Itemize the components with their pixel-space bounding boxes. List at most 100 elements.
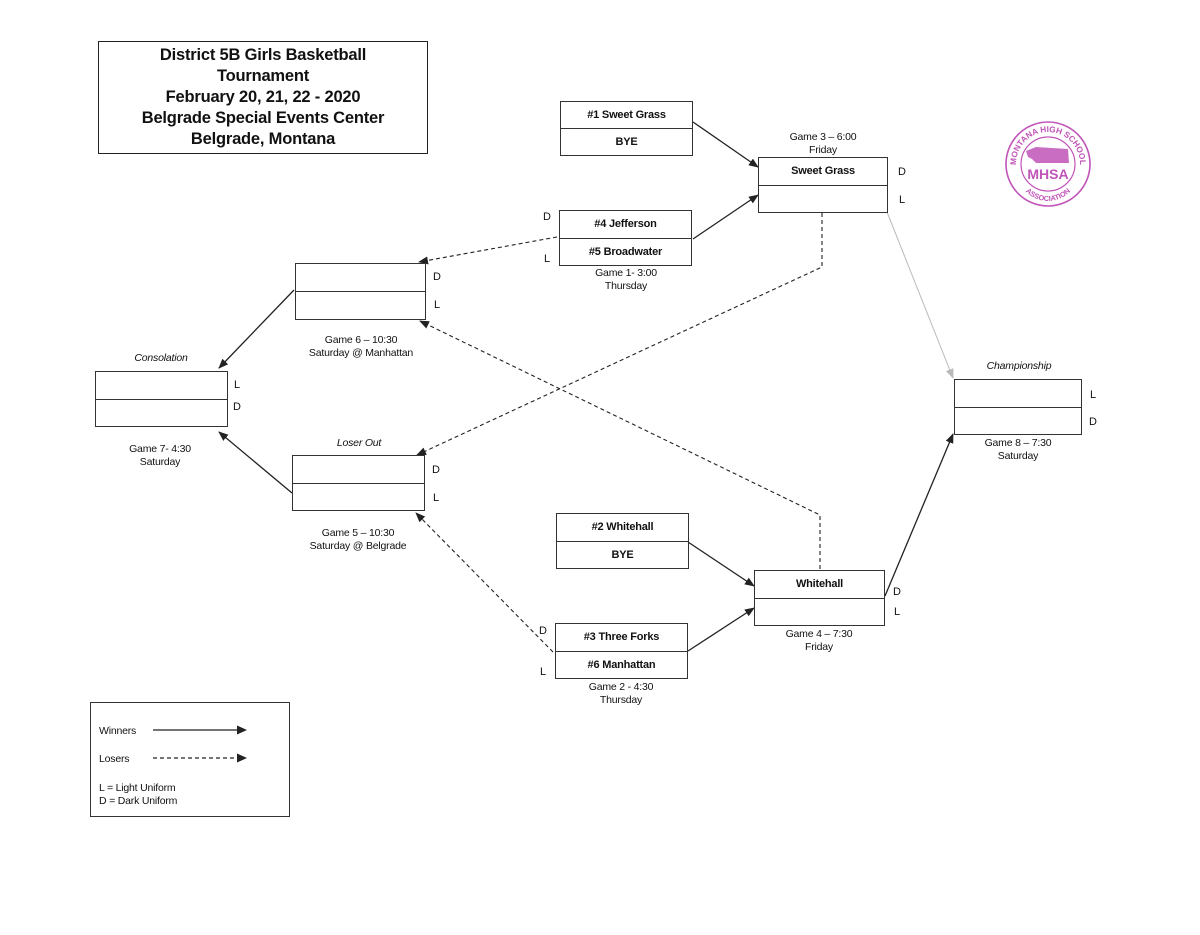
uniform-label: D xyxy=(539,625,547,637)
legend-box: Winners Losers L = Light Uniform D = Dar… xyxy=(90,702,290,817)
championship-heading: Championship xyxy=(986,360,1052,372)
uniform-label: L xyxy=(539,666,547,678)
team-slot: #2 Whitehall xyxy=(591,521,654,534)
game-1-caption: Game 1- 3:00 Thursday xyxy=(576,267,676,293)
uniform-label: D xyxy=(1089,416,1097,428)
game-venue: Saturday @ Manhattan xyxy=(308,347,414,359)
team-slot: #5 Broadwater xyxy=(560,237,691,266)
logo-bottom-text: ASSOCIATION xyxy=(1024,186,1072,203)
game-2-caption: Game 2 - 4:30 Thursday xyxy=(571,681,671,707)
game-day: Saturday xyxy=(997,450,1039,462)
mhsa-logo: MONTANA HIGH SCHOOL MHSA ASSOCIATION xyxy=(1005,121,1091,207)
uniform-label: D xyxy=(233,401,241,413)
bye-slot: BYE xyxy=(561,128,692,155)
team-slot xyxy=(955,380,1081,407)
game-time: Game 8 – 7:30 xyxy=(984,437,1052,449)
loser-arrow-g1-to-g6 xyxy=(418,236,558,265)
title-line-5: Belgrade, Montana xyxy=(190,130,336,148)
winner-arrow-g2-to-g4 xyxy=(687,607,755,652)
title-line-1: District 5B Girls Basketball xyxy=(159,46,367,64)
uniform-label: L xyxy=(543,253,551,265)
uniform-label: D xyxy=(898,166,906,178)
bye-box-whitehall: #2 Whitehall BYE xyxy=(556,513,689,569)
game-time: Game 1- 3:00 xyxy=(595,267,657,279)
legend-losers-arrow xyxy=(153,753,247,763)
team-slot xyxy=(296,264,425,291)
winner-arrow-g3-to-g8 xyxy=(886,211,954,379)
logo-center-text: MHSA xyxy=(1027,166,1068,182)
title-line-4: Belgrade Special Events Center xyxy=(141,109,385,127)
game-time: Game 2 - 4:30 xyxy=(588,681,654,693)
game-day: Friday xyxy=(805,641,833,653)
game-day: Friday xyxy=(809,144,837,156)
tournament-title-box: District 5B Girls Basketball Tournament … xyxy=(98,41,428,154)
legend-losers-label: Losers xyxy=(99,753,130,765)
legend-dark-uniform: D = Dark Uniform xyxy=(99,795,178,807)
game-5-caption: Game 5 – 10:30 Saturday @ Belgrade xyxy=(293,527,423,553)
game-7-caption: Game 7- 4:30 Saturday xyxy=(110,443,210,469)
game-time: Game 5 – 10:30 xyxy=(321,527,395,539)
game-7-box xyxy=(95,371,228,427)
team-slot: #1 Sweet Grass xyxy=(587,109,666,121)
winner-arrow-bye2-to-g4 xyxy=(687,541,755,587)
title-line-2: Tournament xyxy=(216,67,310,85)
game-time: Game 3 – 6:00 xyxy=(789,131,857,143)
uniform-label: L xyxy=(898,194,906,206)
winner-arrow-g1-to-g3 xyxy=(692,194,759,240)
bye-slot: BYE xyxy=(557,540,688,569)
uniform-label: D xyxy=(433,271,441,283)
uniform-label: D xyxy=(432,464,440,476)
game-3-box: Sweet Grass xyxy=(758,157,888,213)
game-time: Game 7- 4:30 xyxy=(129,443,191,455)
uniform-label: L xyxy=(233,379,241,391)
uniform-label: D xyxy=(543,211,551,223)
uniform-label: L xyxy=(432,492,440,504)
winner-arrow-g6-to-g7 xyxy=(218,289,295,369)
loser-arrow-g2-to-g5 xyxy=(415,512,554,653)
team-slot xyxy=(759,184,887,213)
team-slot: #4 Jefferson xyxy=(594,218,657,231)
game-8-caption: Game 8 – 7:30 Saturday xyxy=(968,437,1068,463)
loser-arrow-g3-to-g5 xyxy=(416,213,823,456)
loser-arrow-g4-to-g6 xyxy=(419,320,821,569)
game-day: Thursday xyxy=(599,694,643,706)
montana-state-icon xyxy=(1026,147,1069,163)
game-2-box: #3 Three Forks #6 Manhattan xyxy=(555,623,688,679)
team-slot: Sweet Grass xyxy=(791,165,855,178)
game-5-box xyxy=(292,455,425,511)
game-6-caption: Game 6 – 10:30 Saturday @ Manhattan xyxy=(296,334,426,360)
legend-winners-arrow xyxy=(153,725,247,735)
loser-out-heading: Loser Out xyxy=(336,437,382,449)
game-8-box xyxy=(954,379,1082,435)
team-slot xyxy=(755,597,884,626)
game-time: Game 6 – 10:30 xyxy=(324,334,398,346)
team-slot xyxy=(296,291,425,319)
consolation-heading: Consolation xyxy=(134,352,188,364)
game-4-box: Whitehall xyxy=(754,570,885,626)
game-3-caption: Game 3 – 6:00 Friday xyxy=(773,131,873,157)
team-slot: #3 Three Forks xyxy=(583,631,660,644)
team-slot xyxy=(293,456,424,483)
game-1-box: #4 Jefferson #5 Broadwater xyxy=(559,210,692,266)
legend-winners-label: Winners xyxy=(99,725,137,737)
legend-light-uniform: L = Light Uniform xyxy=(99,782,176,794)
game-day: Saturday xyxy=(139,456,181,468)
uniform-label: L xyxy=(893,606,901,618)
game-6-box xyxy=(295,263,426,320)
uniform-label: L xyxy=(1089,389,1097,401)
winner-arrow-g5-to-g7 xyxy=(218,431,293,494)
bye-box-sweet-grass: #1 Sweet Grass BYE xyxy=(560,101,693,156)
uniform-label: D xyxy=(893,586,901,598)
team-slot: #6 Manhattan xyxy=(556,650,687,679)
game-4-caption: Game 4 – 7:30 Friday xyxy=(769,628,869,654)
uniform-label: L xyxy=(433,299,441,311)
team-slot xyxy=(96,398,227,427)
team-slot xyxy=(293,482,424,511)
team-slot xyxy=(955,406,1081,435)
team-slot: Whitehall xyxy=(795,578,844,591)
winner-arrow-bye1-to-g3 xyxy=(692,121,759,168)
winner-arrow-g4-to-g8 xyxy=(884,433,954,597)
game-day: Thursday xyxy=(604,280,648,292)
title-line-3: February 20, 21, 22 - 2020 xyxy=(165,88,361,106)
